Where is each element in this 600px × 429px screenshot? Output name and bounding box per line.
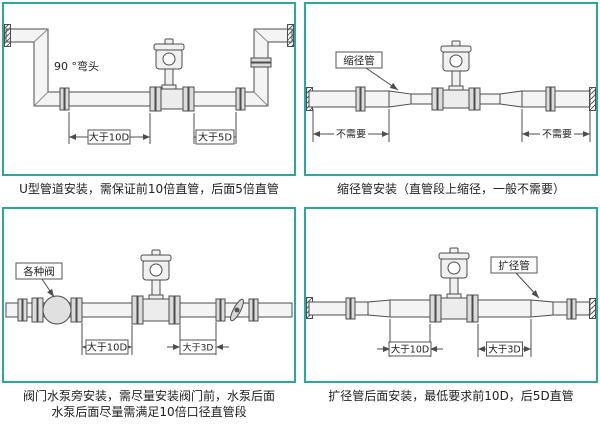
diagram-reducer: 缩径管 不需要	[306, 40, 596, 142]
note-left-group: 不需要	[312, 109, 390, 142]
caption-expander: 扩径管后面安装，最低要求前10D，后5D直管	[306, 388, 596, 404]
dim-label-3d: 大于3D	[488, 344, 520, 356]
reducer-cone-left	[388, 90, 412, 108]
flowmeter-symbol	[431, 40, 481, 111]
expander-cone-right	[530, 299, 554, 318]
note-right-group: 不需要	[521, 109, 591, 142]
caption-reducer-text: 缩径管安装（直管段上缩径，一般不需要）	[336, 182, 565, 196]
flowmeter-symbol	[131, 249, 181, 325]
elbow-label: 90 °弯头	[54, 59, 99, 73]
dimension-10d: 大于10D	[68, 112, 151, 145]
pipe-run	[4, 24, 294, 111]
transmitter-icon	[438, 247, 470, 299]
flowmeter-symbol	[149, 38, 195, 112]
dimension-10d: 大于10D	[377, 319, 443, 357]
flowmeter-symbol	[429, 247, 479, 323]
diagram-expander: 扩径管 大于10D	[306, 247, 596, 357]
ball-valve-symbol	[31, 295, 83, 325]
reducer-cone-right	[499, 90, 523, 108]
note-right: 不需要	[542, 129, 572, 141]
caption-expander-text: 扩径管后面安装，最低要求前10D，后5D直管	[328, 389, 574, 403]
reducer-label: 缩径管	[343, 54, 375, 67]
caption-valve-line2: 水泵后面尽量需满足10倍口径直管段	[51, 405, 247, 419]
wall-anchor-left	[4, 24, 11, 47]
wall-anchor-right	[589, 87, 596, 111]
cell-expander: 扩径管 大于10D	[304, 207, 598, 426]
caption-reducer: 缩径管安装（直管段上缩径，一般不需要）	[306, 181, 596, 197]
caption-valve-line1: 阀门水泵旁安装，需尽量安装阀门前，水泵后面	[22, 389, 275, 403]
note-left: 不需要	[336, 129, 366, 141]
dimension-3d: 大于3D	[477, 319, 532, 357]
dim-label-10d: 大于10D	[391, 344, 429, 356]
dim-label-5d: 大于5D	[198, 131, 232, 144]
cell-u-pipe: 90 °弯头 大于10D	[2, 2, 296, 203]
reducer-label-group: 缩径管	[335, 51, 399, 91]
cell-valve: 各种阀 大于10D	[2, 207, 296, 426]
caption-valve: 阀门水泵旁安装，需尽量安装阀门前，水泵后面 水泵后面尽量需满足10倍口径直管段	[4, 388, 294, 420]
caption-u-pipe-text: U型管道安装，需保证前10倍直管，后面5倍直管	[19, 182, 279, 196]
transmitter-icon	[153, 38, 185, 90]
expander-label: 扩径管	[498, 259, 530, 272]
transmitter-icon	[440, 40, 472, 91]
panel-reducer: 缩径管 不需要	[304, 2, 598, 176]
panel-u-pipe: 90 °弯头 大于10D	[2, 2, 296, 176]
caption-u-pipe: U型管道安装，需保证前10倍直管，后面5倍直管	[4, 181, 294, 197]
dim-label-3d: 大于3D	[183, 342, 214, 354]
diagram-u-pipe: 90 °弯头 大于10D	[4, 24, 294, 145]
panel-valve: 各种阀 大于10D	[2, 207, 296, 383]
pipe-run	[306, 86, 596, 112]
valve-label-group: 各种阀	[15, 262, 63, 298]
wall-anchor-right	[589, 298, 596, 319]
pipe-run	[306, 297, 596, 320]
valve-label: 各种阀	[23, 265, 55, 278]
transmitter-icon	[140, 249, 172, 300]
dimension-3d: 大于3D	[167, 322, 229, 355]
butterfly-valve-symbol	[215, 298, 259, 322]
expander-cone-left	[367, 299, 391, 318]
panel-expander: 扩径管 大于10D	[304, 207, 598, 383]
cell-reducer: 缩径管 不需要	[304, 2, 598, 203]
wall-anchor-right	[287, 24, 294, 47]
dim-label-10d: 大于10D	[87, 341, 128, 354]
diagram-valve: 各种阀 大于10D	[5, 249, 293, 355]
dimension-5d: 大于5D	[193, 112, 237, 145]
dim-label-10d: 大于10D	[89, 131, 130, 144]
expander-label-group: 扩径管	[490, 256, 540, 299]
dimension-10d: 大于10D	[81, 323, 133, 355]
